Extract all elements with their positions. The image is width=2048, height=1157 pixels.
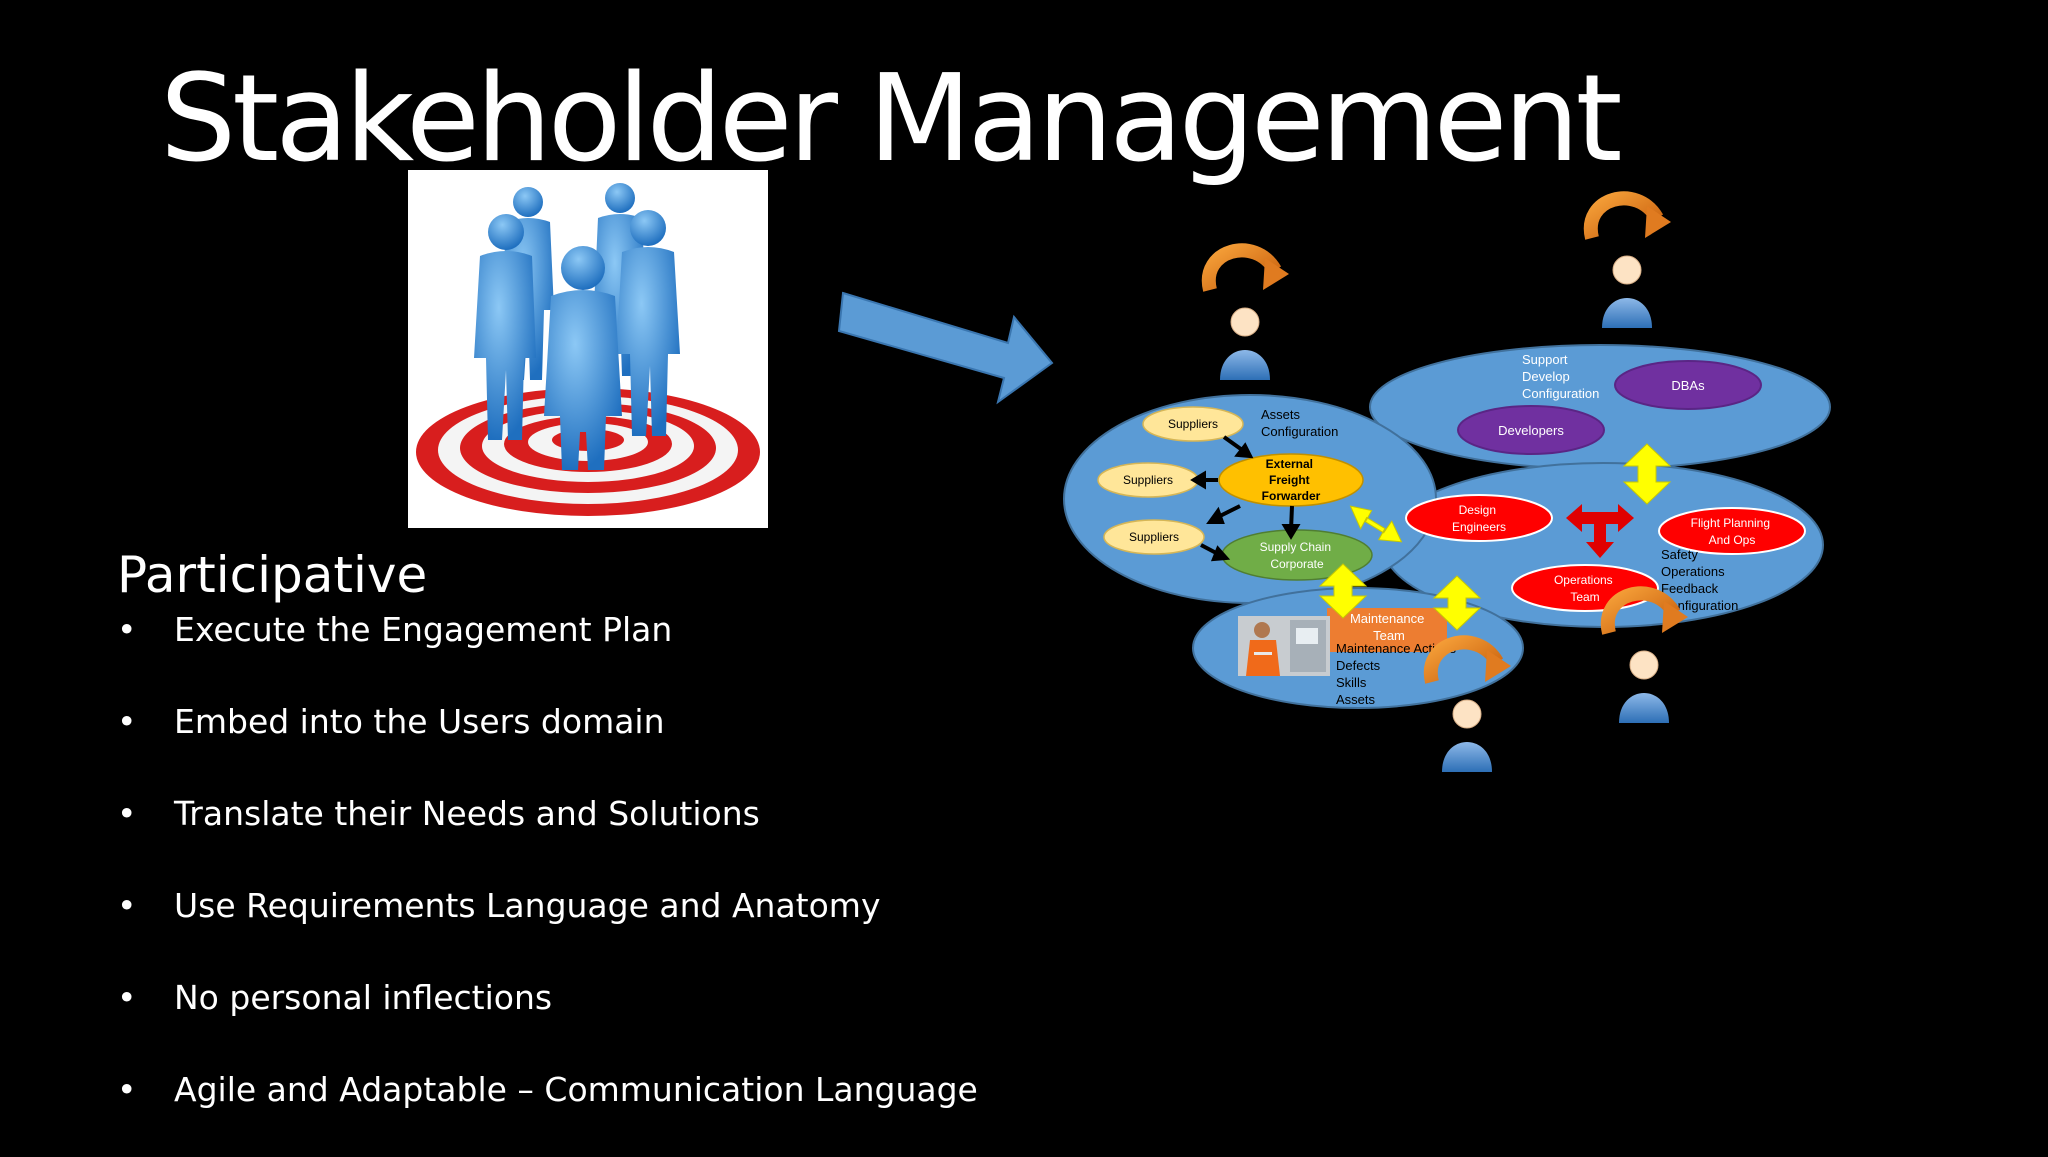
red-t-arrow bbox=[1566, 504, 1634, 558]
stakeholder-person-icon-1 bbox=[1209, 250, 1289, 380]
flight-planning-label: Flight Planning And Ops bbox=[1691, 516, 1774, 547]
operations-note: Safety Operations Feedback Configuration bbox=[1661, 547, 1738, 613]
supply-chain-label: Supply Chain Corporate bbox=[1260, 540, 1335, 571]
bullet-item: • Translate their Needs and Solutions bbox=[117, 789, 978, 881]
stakeholder-person-icon-2 bbox=[1591, 198, 1671, 328]
bullet-text: No personal inflections bbox=[174, 978, 553, 1017]
supply-note: Assets Configuration bbox=[1261, 407, 1338, 439]
dbas-node bbox=[1614, 360, 1762, 410]
bullet-text: Execute the Engagement Plan bbox=[174, 610, 673, 649]
bullet-item: • Agile and Adaptable – Communication Lan… bbox=[117, 1065, 978, 1157]
bullet-dot: • bbox=[117, 794, 137, 833]
people-group-icon bbox=[474, 183, 680, 470]
big-right-arrow bbox=[837, 291, 1054, 405]
flight-planning-node bbox=[1658, 507, 1806, 555]
bullet-dot: • bbox=[117, 1070, 137, 1109]
dbas-label: DBAs bbox=[1671, 378, 1705, 393]
bullet-dot: • bbox=[117, 610, 137, 649]
bullet-list: • Execute the Engagement Plan • Embed into… bbox=[117, 605, 978, 1157]
freight-forwarder-label: External Freight Forwarder bbox=[1262, 457, 1321, 503]
yellow-double-arrows bbox=[1318, 443, 1672, 631]
bullet-item: • Execute the Engagement Plan bbox=[117, 605, 978, 697]
subheading: Participative bbox=[117, 546, 428, 604]
supplier-node-1 bbox=[1142, 406, 1244, 442]
supplier-label-1: Suppliers bbox=[1168, 417, 1218, 431]
developers-label: Developers bbox=[1498, 423, 1564, 438]
supply-connector-arrows bbox=[1190, 435, 1301, 562]
maintenance-team-label: Maintenance Team bbox=[1350, 611, 1428, 643]
maintenance-team-node bbox=[1327, 608, 1447, 652]
bullet-item: • Embed into the Users domain bbox=[117, 697, 978, 789]
maintenance-note: Maintenance Actions Defects Skills Asset… bbox=[1336, 641, 1460, 707]
maintenance-worker-photo bbox=[1238, 616, 1330, 676]
bullet-item: • Use Requirements Language and Anatomy bbox=[117, 881, 978, 973]
design-engineers-label: Design Engineers bbox=[1452, 503, 1506, 534]
design-engineers-node bbox=[1405, 494, 1553, 542]
developers-node bbox=[1457, 405, 1605, 455]
bullet-text: Translate their Needs and Solutions bbox=[174, 794, 760, 833]
bullet-dot: • bbox=[117, 978, 137, 1017]
supplier-label-2: Suppliers bbox=[1123, 473, 1173, 487]
bullet-dot: • bbox=[117, 886, 137, 925]
operations-team-label: Operations Team bbox=[1554, 573, 1616, 604]
bullet-text: Agile and Adaptable – Communication Lang… bbox=[174, 1070, 978, 1109]
slide-title: Stakeholder Management bbox=[160, 50, 1623, 189]
supplier-node-3 bbox=[1103, 519, 1205, 555]
bullet-text: Embed into the Users domain bbox=[174, 702, 665, 741]
supplier-label-3: Suppliers bbox=[1129, 530, 1179, 544]
bullet-item: • No personal inflections bbox=[117, 973, 978, 1065]
it-note: Support Develop Configuration bbox=[1522, 352, 1599, 401]
bullet-dot: • bbox=[117, 702, 137, 741]
bullet-text: Use Requirements Language and Anatomy bbox=[174, 886, 881, 925]
stakeholder-target-image bbox=[408, 170, 768, 528]
it-group-ellipse bbox=[1369, 344, 1831, 470]
